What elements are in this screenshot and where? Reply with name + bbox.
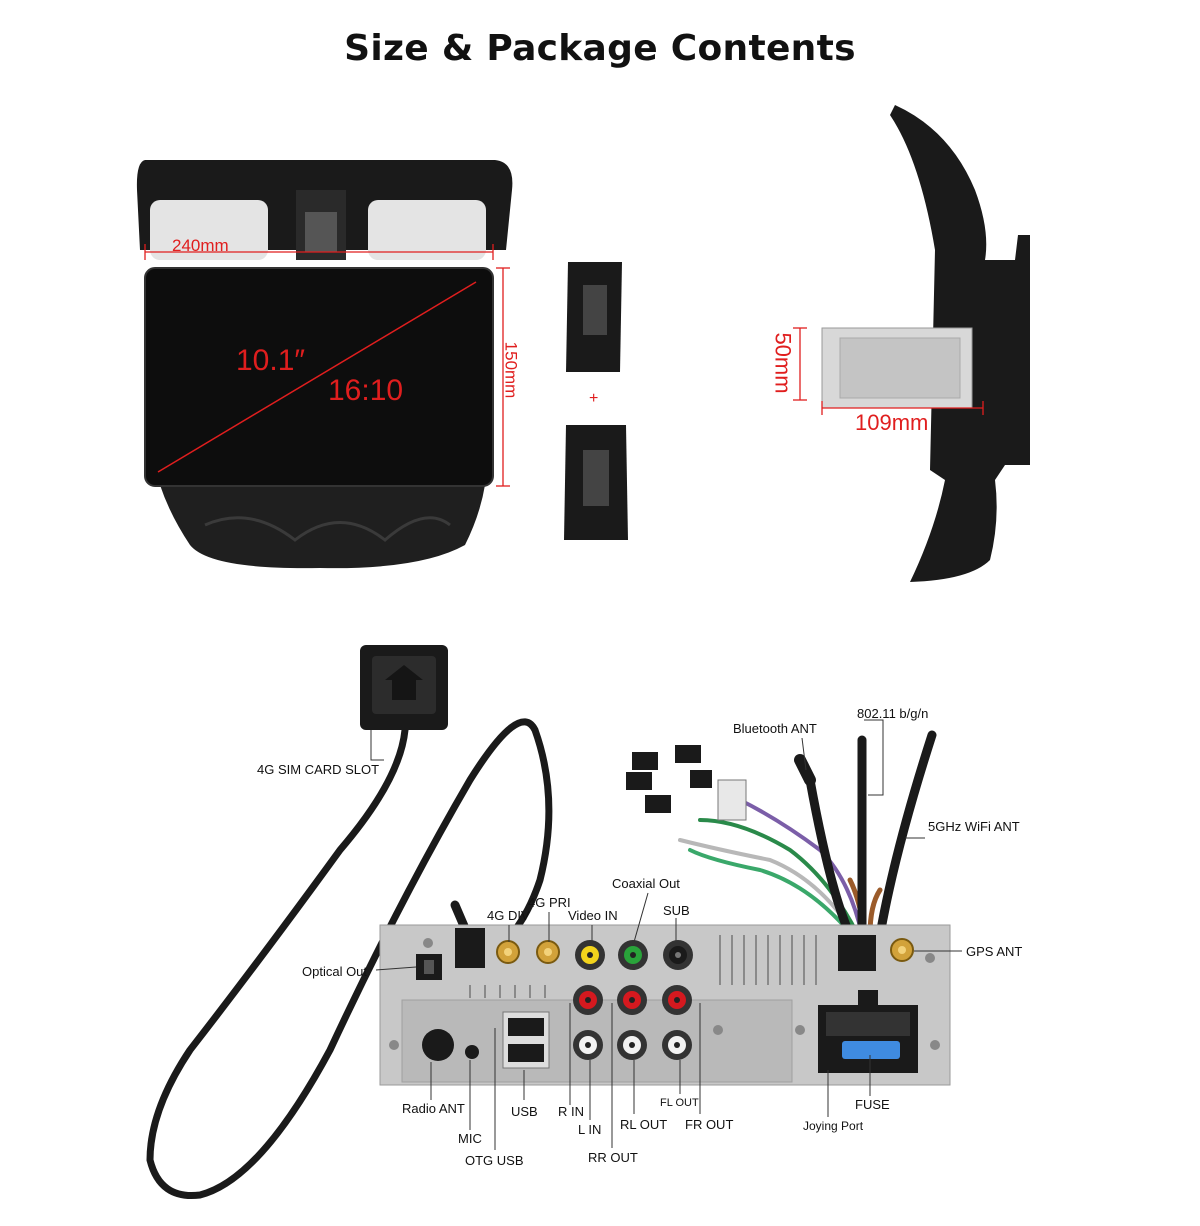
coaxial-out-label: Coaxial Out [612, 876, 680, 891]
otg-usb-label: OTG USB [465, 1153, 524, 1168]
chassis [379, 924, 951, 1086]
rr-out-label: RR OUT [588, 1150, 638, 1165]
4g-pri-label: 4G PRI [528, 895, 571, 910]
cables [146, 718, 937, 1200]
rl-out-label: RL OUT [620, 1117, 668, 1132]
mic-label: MIC [458, 1131, 482, 1146]
sim-tray [360, 645, 448, 730]
depth-height-label: 50mm [770, 332, 796, 394]
fuse-label: FUSE [855, 1097, 890, 1112]
harness-connectors [626, 745, 747, 821]
sub-label: SUB [663, 903, 690, 918]
width-dimension-label: 240mm [172, 236, 229, 255]
4g-div-label: 4G DIV [487, 908, 530, 923]
height-dimension-label: 150mm [501, 341, 521, 399]
r-in-label: R IN [558, 1104, 584, 1119]
radio-ant-label: Radio ANT [402, 1101, 465, 1116]
gps-ant-label: GPS ANT [966, 944, 1023, 959]
fl-out-label: FL OUT [660, 1097, 699, 1109]
diagonal-label: 10.1″ [236, 344, 306, 377]
video-in-label: Video IN [568, 908, 618, 923]
depth-label: 109mm [855, 410, 929, 435]
side-view [793, 105, 1030, 582]
screen [144, 267, 494, 487]
aspect-ratio-label: 16:10 [328, 374, 404, 407]
joying-port-label: Joying Port [803, 1119, 864, 1133]
wifi-5ghz-label: 5GHz WiFi ANT [928, 819, 1020, 834]
leader-lines [370, 719, 962, 1150]
bluetooth-ant-label: Bluetooth ANT [733, 721, 817, 736]
usb-label: USB [511, 1104, 538, 1119]
page-title: Size & Package Contents [344, 28, 856, 69]
wifi-24-label: 802.11 b/g/n [857, 706, 929, 721]
sim-slot-label: 4G SIM CARD SLOT [257, 762, 380, 777]
l-in-label: L IN [578, 1122, 602, 1137]
fr-out-label: FR OUT [685, 1117, 734, 1132]
optical-out-label: Optical Out [302, 964, 368, 979]
plus-sign: + [589, 390, 599, 407]
mounting-brackets [564, 262, 628, 540]
front-panel [136, 160, 513, 569]
